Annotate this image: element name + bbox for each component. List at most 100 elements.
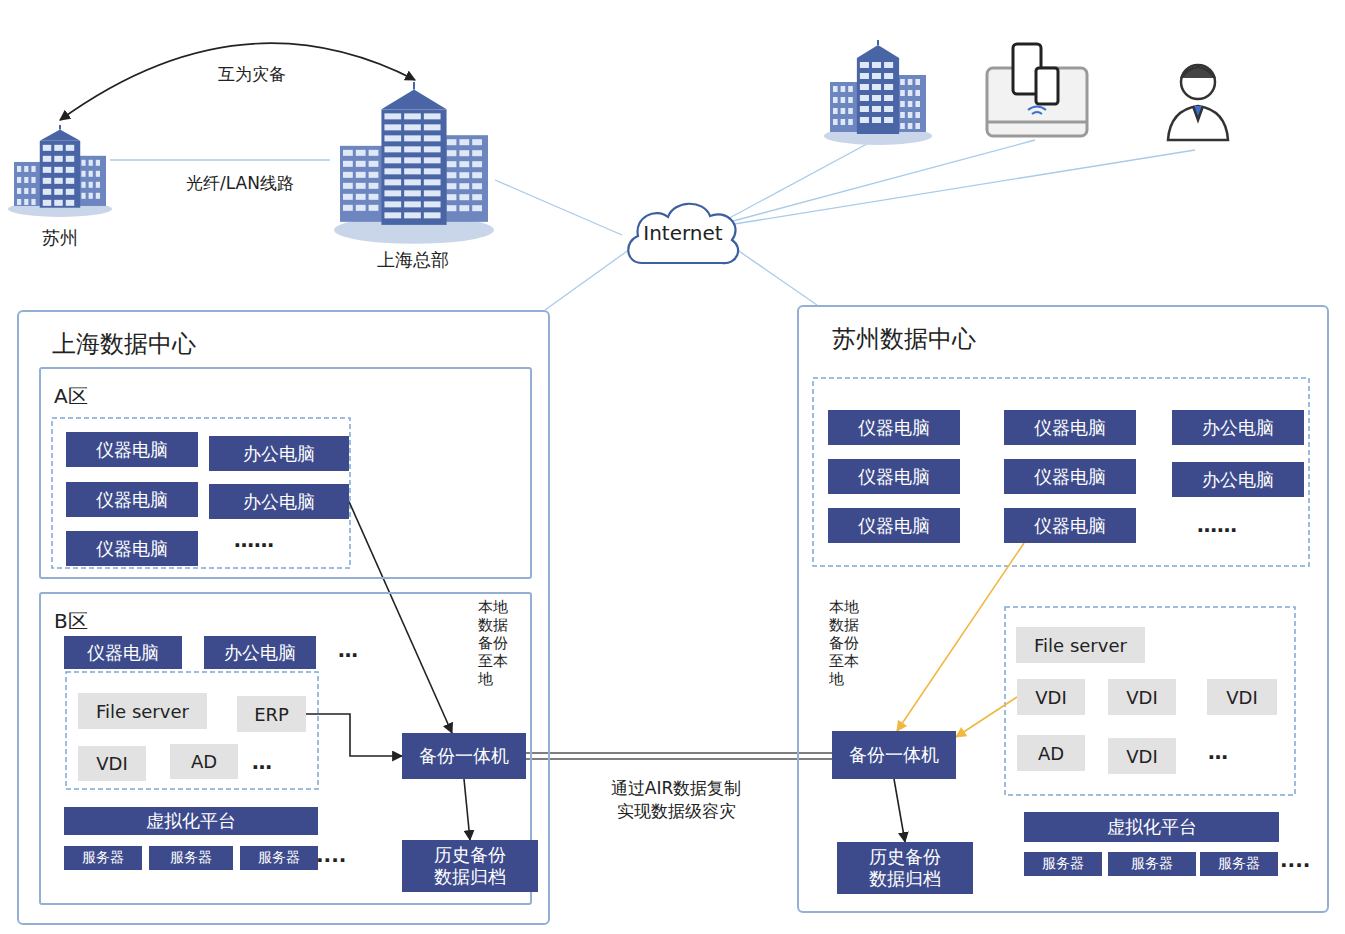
server-box: 服务器	[149, 846, 233, 870]
device-box: 仪器电脑	[828, 459, 960, 494]
node-text: 办公电脑	[1202, 417, 1274, 439]
node-text: 仪器电脑	[96, 489, 168, 511]
device-box: 仪器电脑	[1004, 410, 1136, 445]
connector	[545, 249, 630, 310]
connector	[736, 249, 817, 305]
site-node: 上海总部	[330, 80, 495, 272]
panel-title: 苏州数据中心	[832, 323, 976, 355]
node-text: 仪器电脑	[1034, 417, 1106, 439]
edge-label: 光纤/LAN线路	[183, 171, 297, 196]
node-text: 仪器电脑	[96, 538, 168, 560]
node-text: 仪器电脑	[87, 642, 159, 664]
node-text: 仪器电脑	[1034, 515, 1106, 537]
service-box: VDI	[1108, 738, 1176, 774]
vertical-note: 本地数据备份至本地	[829, 598, 859, 688]
edge-label: 通过AIR数据复制 实现数据级容灾	[598, 776, 754, 824]
node-text: 仪器电脑	[1034, 466, 1106, 488]
node-text: VDI	[96, 753, 127, 774]
node-text: 服务器	[82, 849, 124, 867]
person-icon	[1168, 65, 1228, 140]
node-text: VDI	[1226, 687, 1257, 708]
device-box: 仪器电脑	[64, 636, 182, 669]
node-text: VDI	[1035, 687, 1066, 708]
node-text: 服务器	[1131, 855, 1173, 873]
node-text: ERP	[254, 704, 289, 725]
device-box: 仪器电脑	[1004, 508, 1136, 543]
node-text: VDI	[1126, 687, 1157, 708]
node-text: 苏州	[10, 226, 110, 250]
connector	[306, 714, 402, 756]
tablet-icon	[987, 44, 1087, 136]
node-text: 办公电脑	[1202, 469, 1274, 491]
device-box: 备份一体机	[402, 733, 526, 779]
node-text: 仪器电脑	[858, 515, 930, 537]
service-box: File server	[1016, 627, 1145, 663]
service-box: AD	[1017, 735, 1085, 771]
network-line	[722, 138, 1195, 226]
connector	[956, 697, 1017, 737]
vertical-note: 本地数据备份至本地	[478, 598, 508, 688]
device-box: 仪器电脑	[1004, 459, 1136, 494]
internet-cloud: Internet	[622, 195, 744, 271]
node-text: VDI	[1126, 746, 1157, 767]
ellipsis-mark: ....	[316, 843, 346, 867]
device-box: 办公电脑	[1172, 462, 1304, 497]
connector	[495, 180, 622, 235]
node-text: Internet	[643, 221, 722, 245]
device-box: 备份一体机	[832, 731, 956, 779]
datacenter-panel: 上海数据中心A区仪器电脑办公电脑仪器电脑办公电脑仪器电脑B区仪器电脑办公电脑Fi…	[17, 310, 550, 925]
device-box: 仪器电脑	[66, 432, 198, 467]
ellipsis-mark: …	[1208, 740, 1228, 764]
zone-panel: B区仪器电脑 办公电脑 File server ERP VDI AD 虚拟化平台服务器 服务器…	[39, 592, 532, 905]
node-text: 办公电脑	[224, 642, 296, 664]
node-text: 服务器	[1042, 855, 1084, 873]
node-text: 办公电脑	[243, 491, 315, 513]
panel-title: B区	[54, 608, 88, 635]
node-text: 服务器	[170, 849, 212, 867]
node-text: 上海总部	[330, 248, 495, 272]
ellipsis-mark: …	[338, 638, 358, 662]
device-box: 仪器电脑	[66, 482, 198, 517]
connector	[526, 753, 832, 759]
device-box: 仪器电脑	[828, 410, 960, 445]
node-text: 仪器电脑	[96, 439, 168, 461]
node-text: 历史备份 数据归档	[402, 844, 538, 887]
device-box: 办公电脑	[209, 484, 349, 519]
node-text: 仪器电脑	[858, 466, 930, 488]
device-box: 历史备份 数据归档	[837, 842, 973, 894]
ellipsis-mark: …	[252, 750, 272, 774]
ellipsis-mark: ....	[1280, 848, 1310, 872]
server-box: 服务器	[1024, 852, 1102, 876]
connector	[349, 502, 452, 734]
node-text: 办公电脑	[243, 443, 315, 465]
node-text: 仪器电脑	[858, 417, 930, 439]
service-box: VDI	[78, 746, 146, 781]
site-node: 苏州	[10, 120, 110, 250]
zone-panel: A区仪器电脑办公电脑仪器电脑办公电脑仪器电脑	[39, 367, 532, 579]
device-box: 历史备份 数据归档	[402, 840, 538, 892]
panel-title: A区	[54, 383, 88, 410]
building-icon	[8, 40, 932, 244]
service-box: File server	[78, 693, 207, 729]
node-text: 虚拟化平台	[1107, 816, 1197, 838]
node-text: File server	[96, 701, 189, 722]
service-box: VDI	[1207, 679, 1277, 715]
service-box: VDI	[1108, 679, 1176, 715]
ellipsis-mark: ……	[1197, 513, 1237, 537]
server-box: 服务器	[240, 846, 318, 870]
node-text: 历史备份 数据归档	[837, 846, 973, 889]
server-box: 服务器	[1200, 852, 1278, 876]
connector	[110, 159, 330, 160]
node-text: 备份一体机	[419, 745, 509, 767]
node-text: 服务器	[1218, 855, 1260, 873]
server-box: 服务器	[64, 846, 142, 870]
panel-title: 上海数据中心	[52, 328, 196, 360]
device-box: 虚拟化平台	[64, 807, 318, 835]
node-text: 备份一体机	[849, 744, 939, 766]
device-box: 仪器电脑	[66, 531, 198, 566]
connector	[464, 779, 470, 840]
service-box: VDI	[1017, 679, 1085, 715]
device-box: 办公电脑	[209, 436, 349, 471]
node-text: AD	[191, 751, 217, 772]
service-box: AD	[170, 744, 238, 779]
